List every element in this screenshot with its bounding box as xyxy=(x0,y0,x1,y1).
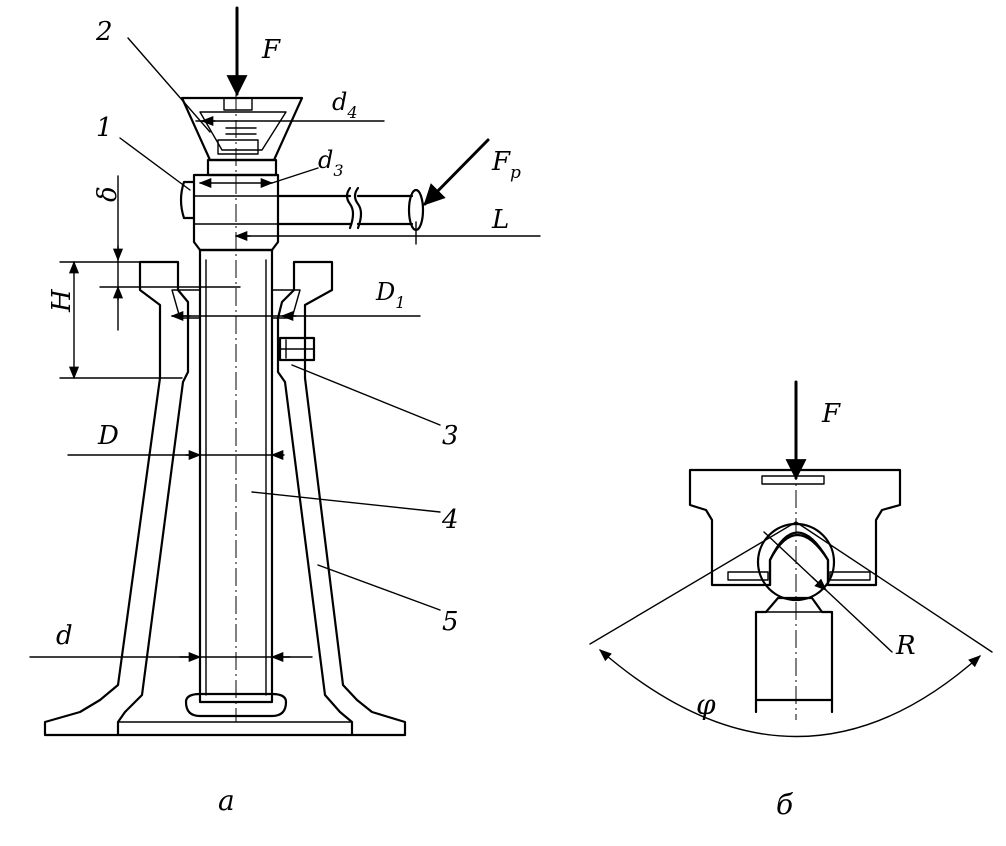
angle-label: φ xyxy=(696,688,716,721)
leader-1 xyxy=(119,137,191,191)
force-label-f-b: F xyxy=(821,399,841,429)
ball-stem xyxy=(754,596,834,702)
part-number-2: 2 xyxy=(95,17,113,47)
part-number-4: 4 xyxy=(441,505,459,535)
leader-3 xyxy=(291,364,441,426)
dim-label-d-small: d xyxy=(56,621,73,651)
handle-bar xyxy=(276,186,425,232)
caption-b: б xyxy=(776,788,794,821)
figure-a-screw-jack: F Fр d4 d3 L δ H D1 xyxy=(29,6,541,817)
leader-4 xyxy=(251,491,441,513)
nut xyxy=(171,289,316,362)
leader-5 xyxy=(317,564,441,611)
plate-left xyxy=(727,571,769,581)
handle-hole-boss xyxy=(179,180,196,220)
cup-recess xyxy=(761,475,825,485)
dim-label-d-large: D xyxy=(97,421,119,451)
part-number-1: 1 xyxy=(96,113,113,143)
radius-line xyxy=(763,531,893,653)
cup xyxy=(180,96,304,177)
force-label-fp: Fр xyxy=(491,147,521,183)
dim-label-h: H xyxy=(47,288,77,313)
support-cup xyxy=(688,468,902,587)
part-number-3: 3 xyxy=(442,421,459,451)
force-arrow-fp xyxy=(423,138,490,206)
force-label-f: F xyxy=(261,35,281,65)
radius-label: R xyxy=(895,631,916,661)
body-housing xyxy=(43,260,407,737)
caption-a: а xyxy=(218,784,235,817)
leader-2 xyxy=(127,37,211,133)
part-number-5: 5 xyxy=(442,607,459,637)
screw-shaft xyxy=(184,248,288,718)
screw-end-collar xyxy=(184,692,288,718)
angle-ray-left xyxy=(589,521,797,645)
dim-label-d3: d3 xyxy=(318,146,344,180)
plate-right xyxy=(829,571,871,581)
dim-label-l: L xyxy=(491,205,509,235)
angle-arc xyxy=(599,649,981,738)
dim-label-d1: D1 xyxy=(375,278,405,312)
figure-b-spherical-support: F R φ б xyxy=(589,380,993,821)
screw-head xyxy=(179,173,280,252)
dim-label-d4: d4 xyxy=(332,88,358,122)
angle-ray-right xyxy=(795,521,993,653)
dim-label-delta: δ xyxy=(93,186,123,202)
